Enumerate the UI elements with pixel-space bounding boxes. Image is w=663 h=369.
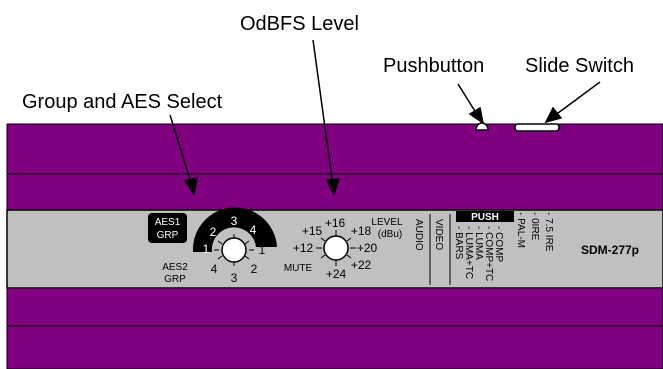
option-7-5-ire: - 7.5 IRE — [543, 212, 554, 252]
video-label: VIDEO — [433, 219, 444, 250]
group-aes-arrowhead — [183, 176, 198, 196]
option-comp-tc: - COMP+TC — [483, 226, 494, 281]
outer-number-1: 1 — [259, 243, 266, 257]
option-pal-m: - PAL-M — [515, 212, 526, 248]
pushbutton-callout: Pushbutton — [383, 55, 484, 77]
level-unit: (dBu) — [378, 229, 402, 240]
callout-arrows — [169, 39, 601, 196]
level-knob[interactable] — [323, 235, 349, 261]
aes1-grp-badge — [148, 213, 187, 243]
level-callout: OdBFS Level — [240, 13, 359, 35]
slide-switch-callout: Slide Switch — [525, 55, 634, 77]
push-label: PUSH — [471, 212, 499, 223]
level-arrowhead — [325, 178, 341, 196]
audio-video-section: AUDIO VIDEO — [413, 214, 451, 285]
level-tick-plus15: +15 — [302, 224, 323, 238]
mute-label: MUTE — [284, 263, 313, 274]
option-luma-tc: - LUMA+TC — [463, 226, 474, 279]
aes1-grp-label: GRP — [157, 230, 179, 241]
aes1-arc-band — [192, 207, 277, 252]
level-tick-plus24: +24 — [326, 267, 347, 281]
arc-number-2: 2 — [210, 225, 217, 239]
option-0ire: - 0IRE — [529, 212, 540, 241]
video-options-section: PUSH - BARS - LUMA+TC - LUMA - COMP+TC -… — [453, 211, 554, 281]
level-tick-plus12: +12 — [293, 241, 314, 255]
slide-switch[interactable] — [514, 123, 560, 132]
model-label: SDM-277p — [581, 243, 639, 257]
chassis-bottom-band — [6, 325, 663, 369]
outer-number-2: 2 — [251, 262, 258, 276]
aes2-grp-label: GRP — [164, 274, 186, 285]
level-tick-plus16: +16 — [325, 216, 346, 230]
push-badge — [456, 211, 514, 222]
pushbutton[interactable] — [475, 122, 489, 131]
group-aes-callout: Group and AES Select — [22, 91, 223, 113]
level-tick-plus22: +22 — [351, 258, 372, 272]
slide-switch-arrowhead — [544, 106, 563, 124]
chassis-lower-band — [6, 287, 663, 327]
arc-number-3: 3 — [231, 214, 238, 228]
group-aes-knob[interactable] — [221, 237, 247, 263]
audio-label: AUDIO — [413, 219, 424, 251]
option-bars: - BARS — [453, 226, 464, 260]
chassis-top-band — [6, 123, 663, 175]
aes2-label: AES2 — [162, 262, 188, 273]
level-title: LEVEL — [371, 217, 403, 228]
arc-number-4: 4 — [250, 223, 257, 237]
pushbutton-arrowhead — [468, 106, 485, 125]
group-aes-knob-section: AES1 GRP 1 2 3 4 1 2 3 4 AES2 GRP — [148, 207, 277, 285]
level-tick-plus20: +20 — [357, 241, 378, 255]
arc-number-1: 1 — [203, 242, 210, 256]
level-knob-section: LEVEL (dBu) +12 +15 +16 +18 +20 +22 +24 … — [284, 216, 403, 281]
outer-number-4: 4 — [211, 262, 218, 276]
aes1-label: AES1 — [155, 217, 181, 228]
outer-number-3: 3 — [231, 271, 238, 285]
option-luma: - LUMA — [473, 226, 484, 260]
option-comp: - COMP — [493, 226, 504, 262]
level-tick-plus18: +18 — [351, 224, 372, 238]
level-knob-ticks — [316, 230, 356, 266]
